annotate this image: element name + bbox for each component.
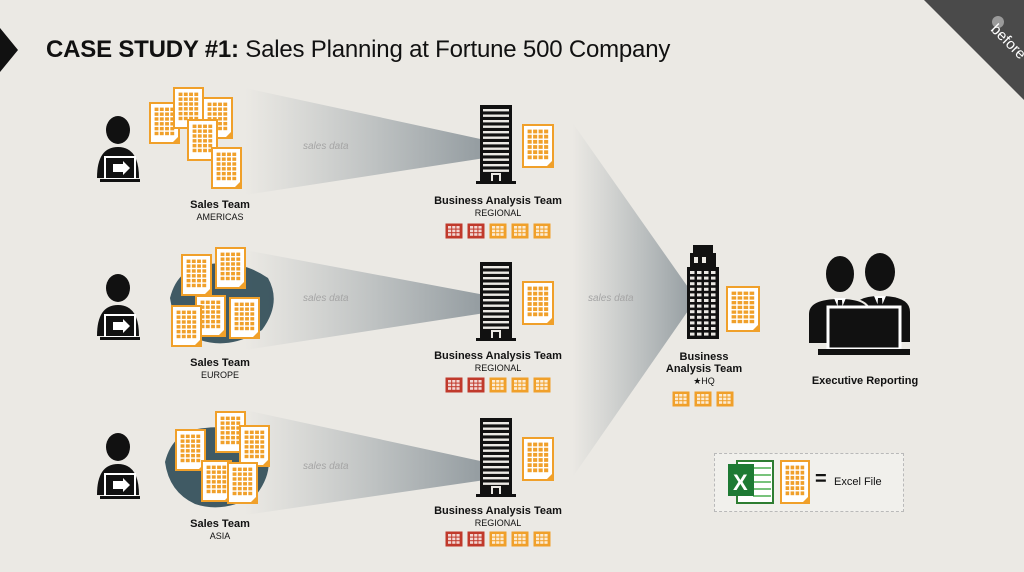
asia-doc-icon (201, 460, 232, 502)
flow-label-4: sales data (588, 293, 634, 304)
executive-reporting-text: Executive Reporting (811, 375, 919, 387)
spreadsheet-chip-icon (467, 223, 485, 239)
sales-team-region: EUROPE (200, 370, 239, 380)
flow-label-3: sales data (303, 461, 349, 472)
sales-team-region: ASIA (209, 531, 231, 541)
hq-doc-icon (726, 286, 760, 332)
spreadsheet-chip-icon (489, 223, 507, 239)
spreadsheet-chip-icon (511, 377, 529, 393)
spreadsheet-chip-icon (511, 531, 529, 547)
legend-box: X = Excel File (714, 453, 904, 512)
regional-team-sub: REGIONAL (474, 518, 522, 528)
legend-doc-icon (780, 460, 810, 504)
sales-team-asia-label: Sales Team ASIA (180, 518, 260, 541)
regional-doc-icon (522, 281, 554, 325)
asia-doc-icon (227, 462, 258, 504)
americas-doc-icon (149, 102, 180, 144)
beam-to-hq (572, 122, 690, 478)
regional-team-2-label: Business Analysis Team REGIONAL (428, 350, 568, 373)
spreadsheet-chip-icon (533, 223, 551, 239)
americas-doc-icon (187, 119, 218, 161)
page-title: CASE STUDY #1: Sales Planning at Fortune… (46, 36, 670, 64)
regional-building-icon (476, 105, 516, 184)
europe-doc-icon (181, 254, 212, 296)
spreadsheet-chip-icon (511, 223, 529, 239)
regional-doc-icon (522, 124, 554, 168)
sales-team-label: Sales Team (190, 357, 250, 369)
europe-doc-icon (171, 305, 202, 347)
spreadsheet-chip-icon (672, 391, 690, 407)
sales-person-asia-icon (97, 433, 140, 499)
regional-team-1-label: Business Analysis Team REGIONAL (428, 195, 568, 218)
americas-doc-icon (211, 147, 242, 189)
hq-tower-icon (687, 245, 719, 339)
asia-doc-icon (175, 429, 206, 471)
legend-text: Excel File (834, 476, 882, 488)
europe-doc-icon (229, 297, 260, 339)
excel-app-icon: X (728, 460, 774, 504)
regional-building-icon (476, 418, 516, 497)
asia-doc-icon (239, 425, 270, 467)
regional-team-title: Business Analysis Team (434, 505, 562, 517)
spreadsheet-chip-icon (716, 391, 734, 407)
spreadsheet-chip-icon (467, 377, 485, 393)
regional-doc-icon (522, 437, 554, 481)
hq-team-line2: Analysis Team (665, 363, 743, 375)
sales-team-label: Sales Team (190, 518, 250, 530)
spreadsheet-chip-icon (533, 377, 551, 393)
asia-doc-icon (215, 411, 246, 453)
sales-team-label: Sales Team (190, 199, 250, 211)
svg-text:X: X (733, 470, 748, 495)
slide-marker-arrow (0, 28, 18, 72)
beam-europe (245, 250, 485, 350)
spreadsheet-chip-icon (445, 377, 463, 393)
title-bold: CASE STUDY #1: (46, 36, 239, 63)
regional-team-title: Business Analysis Team (434, 195, 562, 207)
executive-team-icon (807, 253, 910, 355)
spreadsheet-chip-icon (533, 531, 551, 547)
regional-building-icon (476, 262, 516, 341)
europe-doc-icon (215, 247, 246, 289)
before-corner-badge: before (924, 0, 1024, 100)
regional-team-sub: REGIONAL (474, 208, 522, 218)
spreadsheet-chip-icon (467, 531, 485, 547)
spreadsheet-chip-icon (489, 377, 507, 393)
sales-person-europe-icon (97, 274, 140, 340)
sales-team-americas-label: Sales Team AMERICAS (180, 199, 260, 222)
regional-team-title: Business Analysis Team (434, 350, 562, 362)
beam-asia (245, 410, 485, 515)
regional-team-sub: REGIONAL (474, 363, 522, 373)
flow-label-1: sales data (303, 141, 349, 152)
spreadsheet-chip-icon (489, 531, 507, 547)
spreadsheet-chip-icon (445, 223, 463, 239)
beam-americas (245, 88, 485, 195)
spreadsheet-chip-icon (694, 391, 712, 407)
regional-team-3-label: Business Analysis Team REGIONAL (428, 505, 568, 528)
hq-team-label: Business Analysis Team ★HQ (654, 351, 754, 387)
legend-equals: = (815, 468, 827, 490)
flow-label-2: sales data (303, 293, 349, 304)
title-rest: Sales Planning at Fortune 500 Company (245, 36, 671, 63)
legend-icons: X (728, 460, 810, 504)
sales-team-europe-label: Sales Team EUROPE (180, 357, 260, 380)
sales-team-region: AMERICAS (196, 212, 244, 222)
sales-person-americas-icon (97, 116, 140, 182)
executive-reporting-label: Executive Reporting (800, 375, 930, 387)
spreadsheet-chip-icon (445, 531, 463, 547)
hq-team-line1: Business (679, 351, 729, 363)
hq-team-sub: ★HQ (693, 376, 715, 386)
